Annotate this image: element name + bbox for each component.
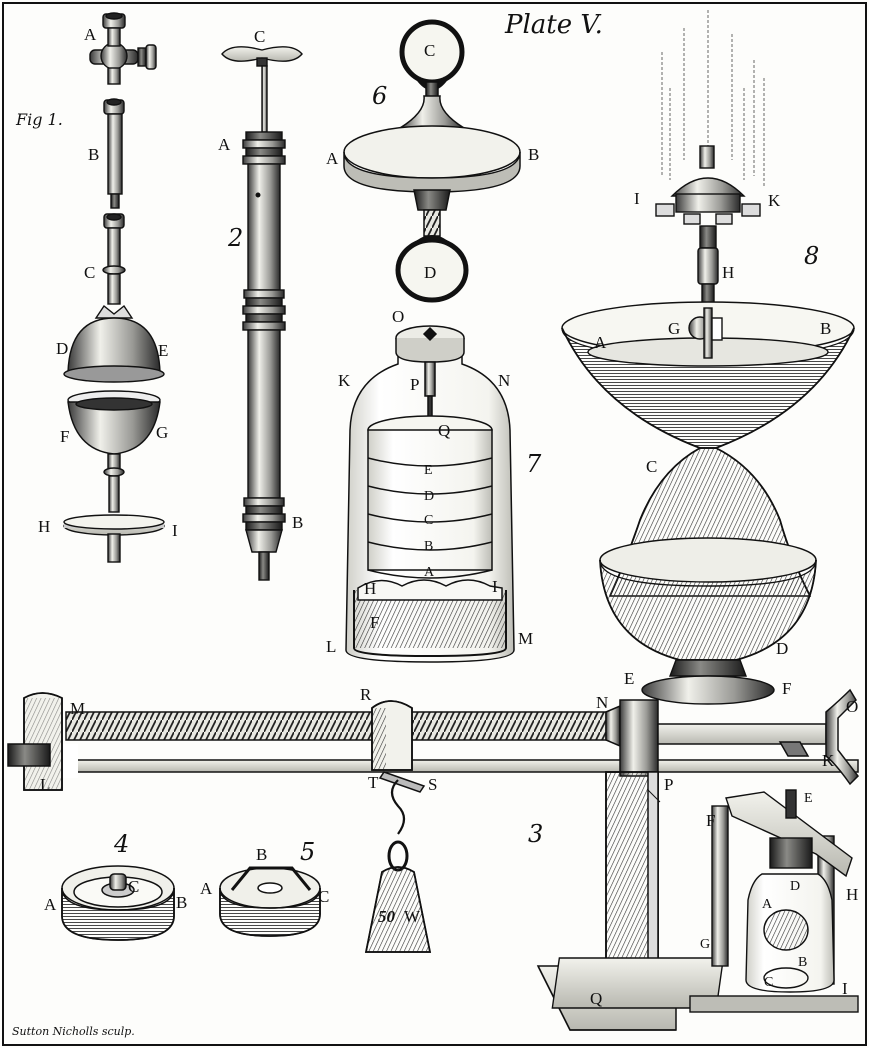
- fig2-syringe-pump: [221, 46, 303, 581]
- fig3-label-m: M: [70, 699, 86, 718]
- fig3-label-k: K: [822, 751, 835, 770]
- fig6-label-b: B: [528, 145, 540, 164]
- fig7-label-c: C: [424, 513, 434, 528]
- fig7-label-i: I: [492, 577, 498, 596]
- fig4-label-c: C: [128, 877, 140, 896]
- fig8-label-c: C: [646, 457, 658, 476]
- fig2-label-b: B: [292, 513, 304, 532]
- fig8-label-a: A: [594, 333, 607, 352]
- fig1-label-b: B: [88, 145, 100, 164]
- fig7-label-k: K: [338, 371, 351, 390]
- fig4-label-a: A: [44, 895, 57, 914]
- fig7-label-d: D: [424, 489, 435, 504]
- fig6-label-c: C: [424, 41, 436, 60]
- fig7-receiver-with-plates: [345, 325, 515, 663]
- fig1-label-f: F: [60, 427, 70, 446]
- weight-letter: W: [404, 907, 421, 926]
- fig3-label-p: P: [664, 775, 674, 794]
- fig8-label-i: I: [634, 189, 640, 208]
- fig7-label-n: N: [498, 371, 511, 390]
- fig7-label-l: L: [326, 637, 337, 656]
- weight-value: 50: [378, 907, 395, 926]
- fig4-label-b: B: [176, 893, 188, 912]
- fig2-label-a: A: [218, 135, 231, 154]
- fig1-label: Fig 1.: [16, 110, 63, 129]
- figure-number-2: 2: [228, 224, 244, 252]
- figure-number-8: 8: [804, 242, 820, 270]
- fig8-label-d: D: [776, 639, 789, 658]
- air-pump-small: [551, 789, 859, 1013]
- figure-number-6: 6: [372, 82, 388, 110]
- figure-number-3: 3: [528, 820, 544, 848]
- fig8-label-f: F: [782, 679, 792, 698]
- fig7-label-q: Q: [438, 421, 451, 440]
- fig3-label-o: O: [846, 697, 859, 716]
- fig8-label-g: G: [668, 319, 681, 338]
- fig1-label-g: G: [156, 423, 169, 442]
- fig8-label-k: K: [768, 191, 781, 210]
- pump-label-d: D: [790, 879, 801, 894]
- fig7-label-o: O: [392, 307, 405, 326]
- pump-label-c: C: [764, 975, 774, 990]
- fig6-label-d: D: [424, 263, 437, 282]
- fig2-label-c: C: [254, 27, 266, 46]
- fig8-label-b: B: [820, 319, 832, 338]
- fig8-label-h: H: [722, 263, 735, 282]
- fig3-label-s: S: [428, 775, 438, 794]
- fig5-label-c: C: [318, 887, 330, 906]
- figure-number-4: 4: [114, 830, 130, 858]
- fig6-label-a: A: [326, 149, 339, 168]
- fig1-label-d: D: [56, 339, 69, 358]
- fig7-label-a: A: [424, 565, 435, 580]
- figure-number-5: 5: [300, 838, 316, 866]
- pump-label-f: F: [706, 811, 716, 830]
- fig4-dish: [61, 865, 175, 941]
- fig5-label-a: A: [200, 879, 213, 898]
- fig5-label-b: B: [256, 845, 268, 864]
- fig1-label-i: I: [172, 521, 178, 540]
- fig8-fountain-apparatus: [561, 10, 855, 705]
- fig7-label-p: P: [410, 375, 420, 394]
- fig7-label-m: M: [518, 629, 534, 648]
- fig7-plate-pile: [367, 415, 493, 579]
- fig1-label-e: E: [158, 341, 169, 360]
- fig7-label-f: F: [370, 613, 380, 632]
- fig7-label-e: E: [424, 463, 433, 478]
- fig3-label-q: Q: [590, 989, 603, 1008]
- fig1-valve-apparatus: [63, 12, 165, 563]
- fig7-label-b: B: [424, 539, 434, 554]
- pump-label-e: E: [804, 791, 813, 806]
- pump-label-i: I: [842, 979, 848, 998]
- fig3-label-r: R: [360, 685, 372, 704]
- pump-label-b: B: [798, 955, 808, 970]
- pump-label-h: H: [846, 885, 859, 904]
- engraver-credit: Sutton Nicholls sculp.: [12, 1025, 135, 1038]
- fig1-label-h: H: [38, 517, 51, 536]
- fig3-label-l: L: [40, 775, 51, 794]
- fig7-label-h: H: [364, 579, 377, 598]
- fig3-lever-press: [7, 688, 859, 1031]
- pump-label-a: A: [762, 897, 773, 912]
- fig3-label-n: N: [596, 693, 609, 712]
- fig8-label-e: E: [624, 669, 635, 688]
- fig3-label-t: T: [368, 773, 379, 792]
- fig1-label-a: A: [84, 25, 97, 44]
- figure-number-7: 7: [526, 450, 542, 478]
- fig6-plate-with-rings: [343, 19, 521, 303]
- pump-label-g: G: [700, 937, 711, 952]
- fig1-label-c: C: [84, 263, 96, 282]
- plate-title: Plate V.: [505, 10, 603, 40]
- fig5-ring-plate: [219, 866, 321, 937]
